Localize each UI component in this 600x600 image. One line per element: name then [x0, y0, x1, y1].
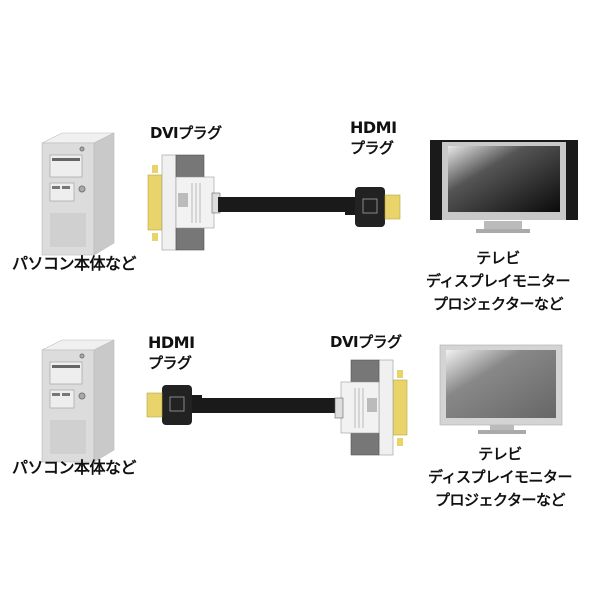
monitor-icon — [439, 344, 563, 434]
tv-icon — [430, 140, 578, 233]
pc-tower-icon — [41, 132, 115, 256]
source-label: パソコン本体など — [12, 458, 137, 477]
hdmi-plug-label: HDMI — [350, 118, 397, 137]
hdmi-plug-icon — [344, 186, 401, 228]
dvi-plug-icon — [334, 359, 408, 456]
dvi-plug-icon — [147, 154, 221, 251]
target-label: プロジェクターなど — [435, 491, 565, 509]
dvi-plug-label: DVIプラグ — [330, 333, 402, 351]
dvi-plug-label: DVIプラグ — [150, 124, 222, 142]
hdmi-plug-label: プラグ — [148, 354, 192, 372]
target-label: テレビ — [478, 445, 522, 463]
pc-tower-icon — [41, 339, 115, 463]
target-label: ディスプレイモニター — [428, 468, 572, 486]
cable — [200, 398, 338, 413]
target-label: テレビ — [476, 249, 520, 267]
hdmi-plug-label: HDMI — [148, 333, 195, 352]
target-label: プロジェクターなど — [433, 295, 563, 313]
target-label: ディスプレイモニター — [426, 272, 570, 290]
source-label: パソコン本体など — [12, 254, 137, 273]
hdmi-plug-icon — [146, 384, 203, 426]
cable — [218, 197, 348, 212]
hdmi-plug-label: プラグ — [350, 139, 394, 157]
